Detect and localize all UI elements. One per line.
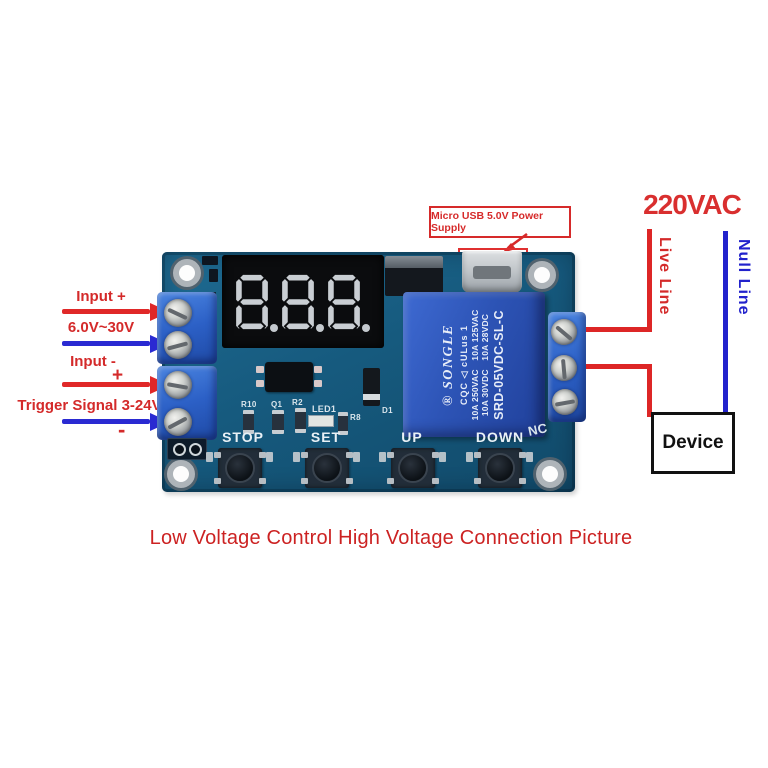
input-plus-label: Input +: [76, 288, 126, 305]
silkscreen-d1: D1: [382, 406, 393, 415]
null-wire-vertical: [723, 231, 728, 415]
input-plus-arrow: [62, 309, 150, 314]
led1-component: [308, 415, 334, 427]
input-minus-arrow: [62, 341, 150, 346]
optocoupler-ic: [256, 362, 322, 392]
diode-stripe: [363, 394, 380, 400]
mounting-hole: [167, 460, 195, 488]
silkscreen-nc: NC: [526, 420, 549, 439]
mounting-hole: [173, 259, 201, 287]
display-decimal-point: [362, 324, 370, 332]
relay-rating: 10A 28VDC: [479, 313, 490, 361]
terminal-screw: [164, 299, 192, 327]
solder-pad: [466, 452, 473, 462]
seven-segment-display: [222, 255, 384, 348]
micro-usb-connector: [462, 251, 522, 293]
trigger-plus-arrow: [62, 382, 150, 387]
trigger-minus-sign: -: [118, 417, 126, 442]
usb-callout-box: Micro USB 5.0V Power Supply: [429, 206, 571, 238]
relay: ® SONGLE CQC ◁ cULus 1 10A 250VAC 10A 12…: [403, 292, 545, 437]
pin-header: [167, 438, 207, 460]
solder-pad: [439, 452, 446, 462]
smd-resistor: [295, 408, 306, 433]
push-button-set: [301, 448, 353, 488]
solder-pad: [293, 452, 300, 462]
relay-rating-line: 10A 30VDC 10A 28VDC: [480, 294, 490, 435]
device-box: Device: [651, 412, 735, 474]
trigger-signal-label: Trigger Signal 3-24V: [17, 397, 162, 414]
solder-pad: [353, 452, 360, 462]
display-digit: [235, 273, 269, 330]
display-decimal-point: [316, 324, 324, 332]
terminal-screw: [164, 371, 192, 399]
silkscreen-q1: Q1: [271, 400, 283, 409]
terminal-screw: [164, 408, 192, 436]
relay-rating: 10A 30VDC: [479, 368, 490, 416]
terminal-screw: [551, 355, 577, 381]
relay-cert-marks: CQC ◁ cULus 1: [458, 324, 469, 405]
solder-pad: [206, 452, 213, 462]
smd-component: [209, 269, 218, 282]
header-hole: [173, 443, 186, 456]
relay-rating: 10A 125VAC: [469, 309, 480, 361]
smd-transistor: [272, 410, 284, 434]
mounting-hole: [528, 261, 556, 289]
button-label-stop: STOP: [222, 429, 264, 445]
solder-pad: [379, 452, 386, 462]
solder-pad: [266, 452, 273, 462]
usb-slot: [473, 266, 511, 279]
relay-model: SRD-05VDC-SL-C: [491, 309, 506, 420]
trigger-plus-sign: +: [112, 365, 124, 386]
relay-rating: 10A 250VAC: [469, 368, 480, 420]
smd-resistor: [338, 412, 348, 435]
diode-d1: [363, 368, 380, 406]
smd-resistor: [243, 410, 254, 434]
transistor-tab: [385, 256, 443, 268]
terminal-screw: [551, 319, 577, 345]
device-label: Device: [662, 432, 724, 453]
silkscreen-r2: R2: [292, 398, 303, 407]
device-wire-horizontal: [586, 364, 652, 369]
relay-brand-name: SONGLE: [441, 323, 457, 389]
push-button-up: [387, 448, 439, 488]
relay-registered-mark: ®: [441, 393, 457, 406]
mains-voltage-label: 220VAC: [643, 189, 742, 220]
device-wire-vertical: [647, 364, 652, 417]
solder-pad: [526, 452, 533, 462]
usb-callout-label: Micro USB 5.0V Power Supply: [431, 210, 544, 234]
input-minus-label: Input -: [70, 353, 116, 370]
null-line-label: Null Line: [735, 239, 752, 316]
live-wire-horizontal: [584, 327, 652, 332]
transistor: [385, 256, 443, 296]
silkscreen-r8: R8: [350, 413, 361, 422]
live-wire-vertical: [647, 229, 652, 331]
terminal-screw: [552, 389, 578, 415]
relay-brand: ® SONGLE: [441, 294, 458, 435]
button-label-up: UP: [401, 429, 423, 445]
push-button-down: [474, 448, 526, 488]
mounting-hole: [536, 460, 564, 488]
display-decimal-point: [270, 324, 278, 332]
silkscreen-r10: R10: [241, 400, 257, 409]
live-line-label: Live Line: [656, 237, 673, 316]
relay-label: ® SONGLE CQC ◁ cULus 1 10A 250VAC 10A 12…: [441, 294, 507, 435]
trigger-minus-arrow: [62, 419, 150, 424]
caption: Low Voltage Control High Voltage Connect…: [149, 527, 633, 549]
voltage-range-label: 6.0V~30V: [67, 319, 135, 336]
silkscreen-led1: LED1: [312, 404, 337, 414]
display-digit: [281, 273, 315, 330]
push-button-stop: [214, 448, 266, 488]
terminal-screw: [164, 331, 192, 359]
button-label-down: DOWN: [475, 429, 525, 445]
relay-rating-line: 10A 250VAC 10A 125VAC: [470, 294, 480, 435]
header-hole: [189, 443, 202, 456]
display-digit: [327, 273, 361, 330]
pcb-board: ® SONGLE CQC ◁ cULus 1 10A 250VAC 10A 12…: [157, 251, 586, 492]
button-label-set: SET: [310, 429, 342, 445]
smd-component: [202, 256, 218, 265]
